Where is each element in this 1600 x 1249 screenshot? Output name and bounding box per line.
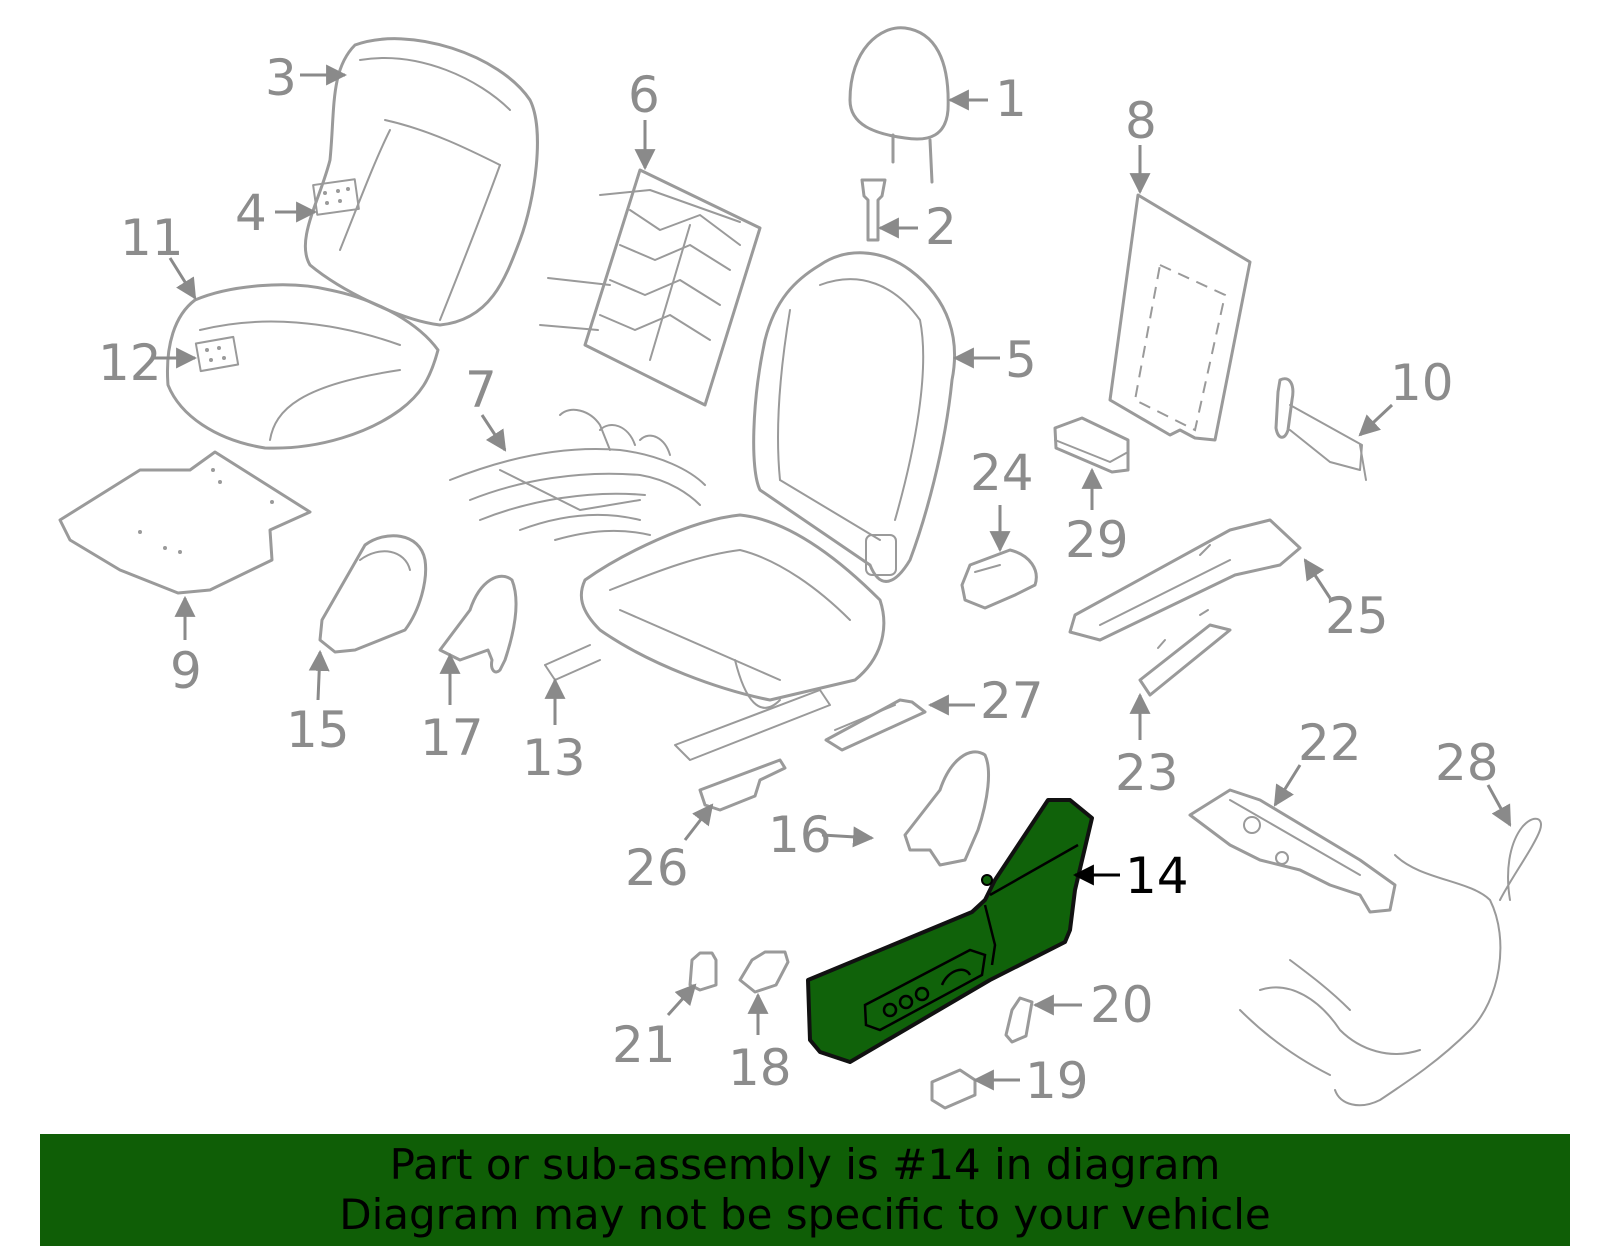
part-5-seatback-frame (752, 251, 956, 583)
part-9-pad (58, 450, 312, 595)
info-banner: Part or sub-assembly is #14 in diagram D… (40, 1134, 1570, 1246)
part-8-back-board (1108, 193, 1252, 442)
part-17-trim (438, 574, 518, 674)
callout-3[interactable]: 3 (265, 49, 297, 107)
part-26-bracket (698, 758, 787, 812)
part-7-cushion-springs (449, 408, 706, 541)
callout-14[interactable]: 14 (1125, 847, 1189, 905)
part-6-spring-mat (539, 168, 762, 407)
callout-11[interactable]: 11 (120, 209, 184, 267)
part-3-seatback-cover (303, 37, 539, 327)
callout-17[interactable]: 17 (420, 709, 484, 767)
part-13-cushion-frame (544, 513, 886, 761)
banner-line-disclaimer: Diagram may not be specific to your vehi… (339, 1190, 1271, 1239)
banner-line-part: Part or sub-assembly is #14 in diagram (389, 1140, 1221, 1189)
callout-13[interactable]: 13 (522, 729, 586, 787)
callout-25[interactable]: 25 (1325, 587, 1389, 645)
callout-20[interactable]: 20 (1090, 976, 1154, 1034)
part-29-clip (1053, 416, 1130, 474)
callout-29[interactable]: 29 (1065, 511, 1129, 569)
callout-12[interactable]: 12 (98, 334, 162, 392)
callout-5[interactable]: 5 (1005, 331, 1037, 389)
callout-8[interactable]: 8 (1125, 92, 1157, 150)
callout-2[interactable]: 2 (925, 198, 957, 256)
part-18-switch (738, 950, 790, 994)
part-22-bracket (1188, 788, 1397, 914)
callout-24[interactable]: 24 (970, 444, 1034, 502)
part-20-knob (1004, 996, 1034, 1044)
part-27-bracket (824, 698, 927, 752)
part-1-headrest (848, 26, 950, 184)
callout-9[interactable]: 9 (170, 642, 202, 700)
callout-19[interactable]: 19 (1025, 1052, 1089, 1110)
part-16-trim (903, 750, 991, 867)
callout-22[interactable]: 22 (1298, 714, 1362, 772)
part-11-cushion-cover (165, 283, 440, 450)
callout-28[interactable]: 28 (1435, 734, 1499, 792)
callout-7[interactable]: 7 (465, 361, 497, 419)
callout-27[interactable]: 27 (980, 672, 1044, 730)
callout-4[interactable]: 4 (235, 184, 267, 242)
callout-21[interactable]: 21 (612, 1016, 676, 1074)
part-15-trim (318, 534, 428, 654)
callout-23[interactable]: 23 (1115, 744, 1179, 802)
callout-15[interactable]: 15 (286, 701, 350, 759)
callout-18[interactable]: 18 (728, 1039, 792, 1097)
callout-16[interactable]: 16 (768, 806, 832, 864)
part-28-harness (1239, 817, 1542, 1107)
part-19-knob (930, 1068, 977, 1110)
callout-labels: 1 2 3 4 5 6 7 8 9 10 11 12 13 14 15 16 1… (98, 49, 1499, 1110)
callout-26[interactable]: 26 (625, 839, 689, 897)
callout-1[interactable]: 1 (995, 70, 1027, 128)
callout-10[interactable]: 10 (1390, 354, 1454, 412)
part-25-track-cover (1068, 518, 1302, 642)
part-2-headrest-guide (860, 178, 887, 242)
part-23-rail (1138, 609, 1232, 697)
part-10-bracket (1274, 377, 1367, 481)
part-14-side-trim[interactable] (806, 798, 1094, 1064)
leader-lines (152, 64, 1512, 1091)
callout-6[interactable]: 6 (628, 66, 660, 124)
part-24-cover (960, 548, 1038, 610)
